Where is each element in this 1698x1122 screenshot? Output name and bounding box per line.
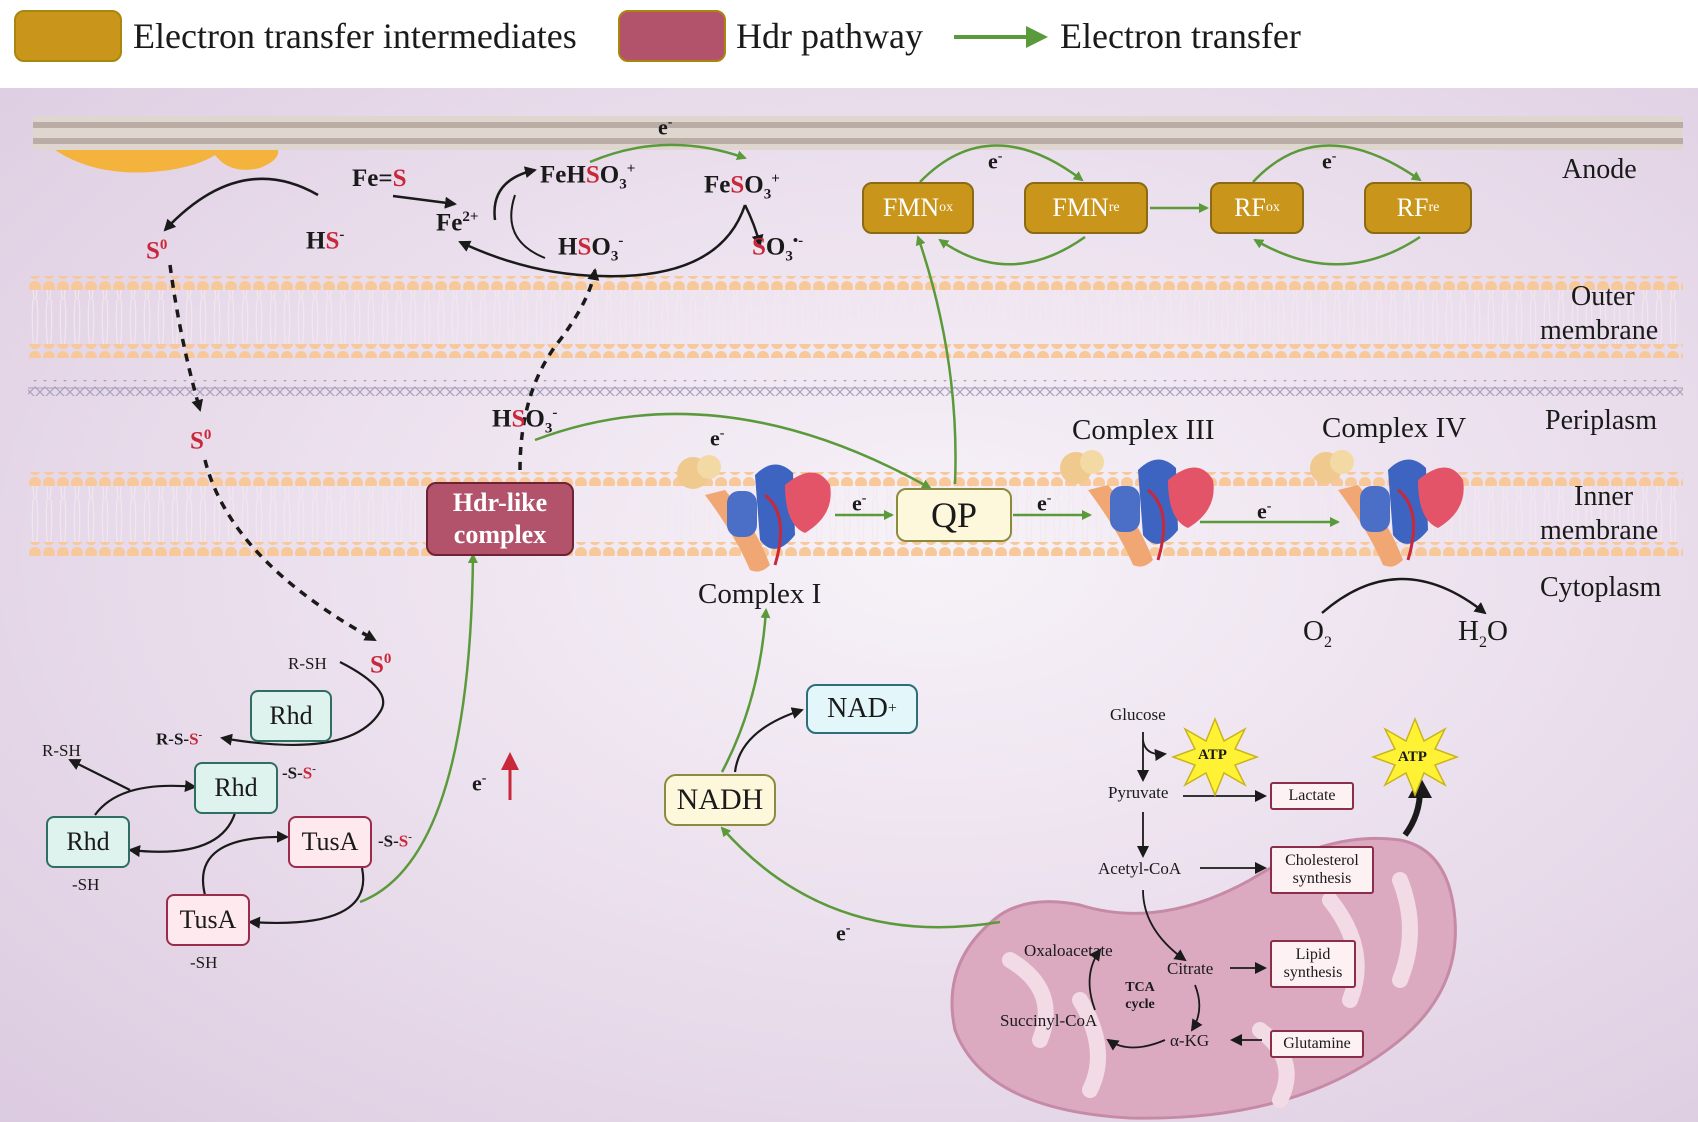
rhd-box-top: Rhd: [250, 690, 332, 742]
akg-label: α-KG: [1170, 1031, 1210, 1050]
h2o-label: H2O: [1458, 615, 1508, 651]
electron-label: e-: [1257, 498, 1272, 524]
s-s-label-rhd: -S-S-: [282, 763, 316, 783]
legend-swatch-hdr: [618, 10, 726, 62]
fehso3-label: FeHSO3+: [540, 161, 636, 193]
region-anode: Anode: [1562, 154, 1637, 185]
nad-plus-box: NAD+: [806, 684, 918, 734]
oxaloacetate-label: Oxaloacetate: [1024, 941, 1113, 960]
tca-label: TCA cycle: [1125, 980, 1155, 1012]
glucose-label: Glucose: [1110, 705, 1166, 724]
fe-s-label: Fe=S: [352, 165, 407, 192]
atp-label: ATP: [1398, 749, 1427, 765]
complex-iv-label: Complex IV: [1322, 412, 1467, 444]
sh-label-tusa: -SH: [190, 953, 218, 972]
lipid-box: Lipid synthesis: [1270, 940, 1356, 988]
complex-i-label: Complex I: [698, 578, 822, 610]
region-inner-membrane-1: Inner: [1574, 481, 1634, 512]
rhd-box-left: Rhd: [46, 816, 130, 868]
o2-label: O2: [1303, 615, 1332, 651]
s0-label-top: S0: [146, 237, 168, 265]
acetyl-coa-label: Acetyl-CoA: [1098, 859, 1182, 878]
fe2-label: Fe2+: [436, 209, 479, 237]
atp-starburst-icon: [1170, 717, 1260, 797]
hso3-label-periplasm: HSO3-: [492, 405, 558, 437]
glutamine-box: Glutamine: [1270, 1030, 1364, 1058]
anode-electrode-blob: [55, 150, 279, 173]
atp-label: ATP: [1198, 747, 1227, 763]
electron-label: e-: [1037, 490, 1052, 516]
succinyl-coa-label: Succinyl-CoA: [1000, 1011, 1098, 1030]
electron-label: e-: [988, 148, 1003, 174]
r-sh-top-label: R-SH: [288, 654, 327, 673]
region-outer-membrane-1: Outer: [1571, 281, 1635, 312]
hs-label: HS-: [306, 227, 345, 255]
r-sh-left-label: R-SH: [42, 741, 81, 760]
region-inner-membrane-2: membrane: [1540, 515, 1659, 546]
electron-label: e-: [1322, 148, 1337, 174]
s-s-label-tusa: -S-S-: [378, 831, 412, 851]
complex-iv-icon: [1310, 450, 1464, 567]
red-up-arrow-icon: [501, 752, 519, 770]
hso3-label-top: HSO3-: [558, 233, 624, 265]
complex-iii-label: Complex III: [1072, 414, 1215, 446]
electron-label: e-: [836, 920, 851, 946]
electron-label: e-: [710, 425, 725, 451]
atp-starburst-icon: [1370, 717, 1460, 797]
electron-label: e-: [658, 114, 673, 140]
legend-label-intermediates: Electron transfer intermediates: [133, 16, 577, 56]
electron-label: e-: [852, 490, 867, 516]
legend-label-hdr: Hdr pathway: [736, 16, 923, 56]
region-cytoplasm: Cytoplasm: [1540, 572, 1662, 603]
sh-label-rhd: -SH: [72, 875, 100, 894]
legend-swatch-intermediates: [14, 10, 122, 62]
region-periplasm: Periplasm: [1545, 405, 1657, 436]
s0-label-cytoplasm: S0: [370, 651, 392, 679]
nadh-box: NADH: [664, 774, 776, 826]
complex-i-icon: [677, 455, 831, 572]
r-s-s-label: R-S-S-: [156, 729, 203, 749]
feso3-label: FeSO3+: [704, 171, 780, 203]
rhd-box-middle: Rhd: [194, 762, 278, 814]
electron-label: e-: [472, 770, 487, 796]
cholesterol-box: Cholesterol synthesis: [1270, 846, 1374, 894]
lactate-box: Lactate: [1270, 782, 1354, 810]
legend-arrow-icon: [954, 26, 1048, 48]
legend-label-transfer: Electron transfer: [1060, 16, 1301, 56]
s0-label-periplasm: S0: [190, 427, 212, 455]
pyruvate-label: Pyruvate: [1108, 783, 1169, 802]
qp-box: QP: [896, 488, 1012, 542]
complex-iii-icon: [1060, 450, 1214, 567]
anode-bar: [33, 116, 1683, 150]
so3-radical-label: SO3•-: [752, 233, 804, 265]
tusa-box-bottom: TusA: [166, 894, 250, 946]
region-outer-membrane-2: membrane: [1540, 315, 1659, 346]
tusa-box-top: TusA: [288, 816, 372, 868]
citrate-label: Citrate: [1167, 959, 1214, 978]
